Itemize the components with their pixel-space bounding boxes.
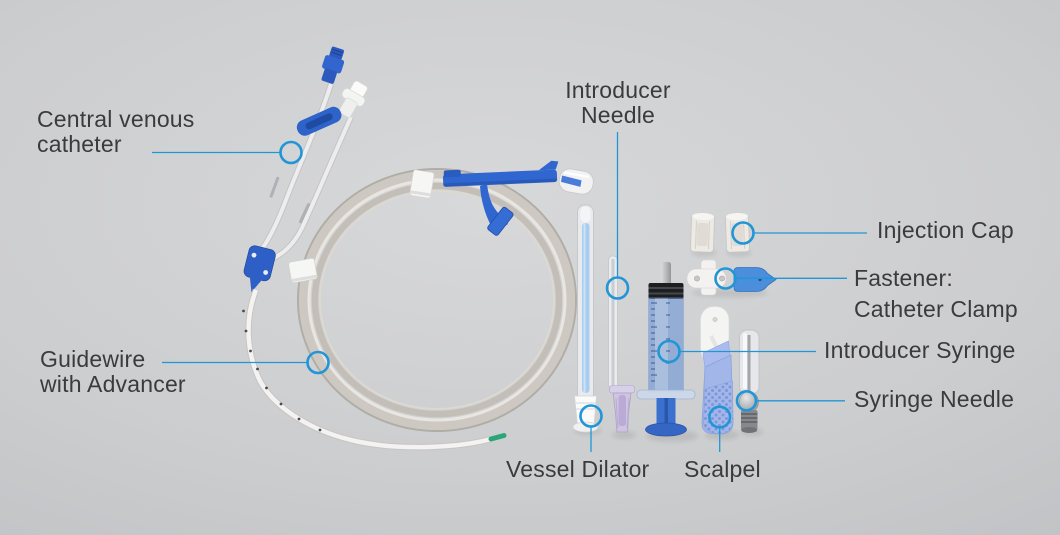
white-connector [338,80,368,118]
label-line: with Advancer [40,371,186,397]
introducer-needle [608,255,635,433]
label-line: Scalpel [684,456,761,482]
label-line: Syringe Needle [854,386,1015,412]
label-vessel-dilator: Vessel Dilator [506,457,649,482]
label-central-venous-catheter: Central venous catheter [37,107,195,157]
depth-marks [242,309,322,432]
luer-cap [321,46,345,84]
label-line: Injection Cap [877,217,1014,243]
label-line: Vessel Dilator [506,456,650,482]
callout-circle-vessel-dilator [579,404,603,428]
introducer-syringe [636,262,696,437]
label-injection-cap: Injection Cap [877,218,1014,243]
callout-circle-introducer-needle [605,276,630,300]
label-introducer-needle: Introducer Needle [545,78,691,128]
callouts [152,132,867,452]
callout-circle-injection-cap [731,221,755,245]
label-line: Introducer [565,77,671,103]
callout-circle-fastener [714,267,737,290]
retainer-clips [288,169,435,284]
label-line: Guidewire [40,346,146,372]
injection-caps [690,212,750,253]
catheter-hub [243,245,276,293]
label-line: Catheter Clamp [854,296,1018,322]
label-scalpel: Scalpel [684,457,761,482]
scalpel [700,306,734,435]
central-venous-catheter [242,46,507,451]
label-line: catheter [37,131,122,157]
label-syringe-needle: Syringe Needle [854,387,1014,412]
syringe-needle [739,329,760,433]
label-guidewire: Guidewire with Advancer [40,347,186,397]
callout-circle-introducer-syringe [657,339,681,364]
vessel-dilator [572,204,599,433]
callout-circle-syringe-needle [735,389,758,412]
label-line: Introducer Syringe [824,337,1016,363]
label-line: Needle [580,102,656,128]
callout-circle-catheter [279,140,303,165]
label-line: Central venous [37,106,195,132]
guidewire-coil [297,168,577,432]
label-fastener: Fastener: Catheter Clamp [854,263,1018,325]
callout-circle-guidewire [306,350,330,375]
guidewire-advancer [442,160,594,236]
callout-circle-scalpel [708,405,732,429]
slide-clamp [296,106,342,136]
label-line: Fastener: [854,265,953,291]
label-introducer-syringe: Introducer Syringe [824,338,1016,363]
